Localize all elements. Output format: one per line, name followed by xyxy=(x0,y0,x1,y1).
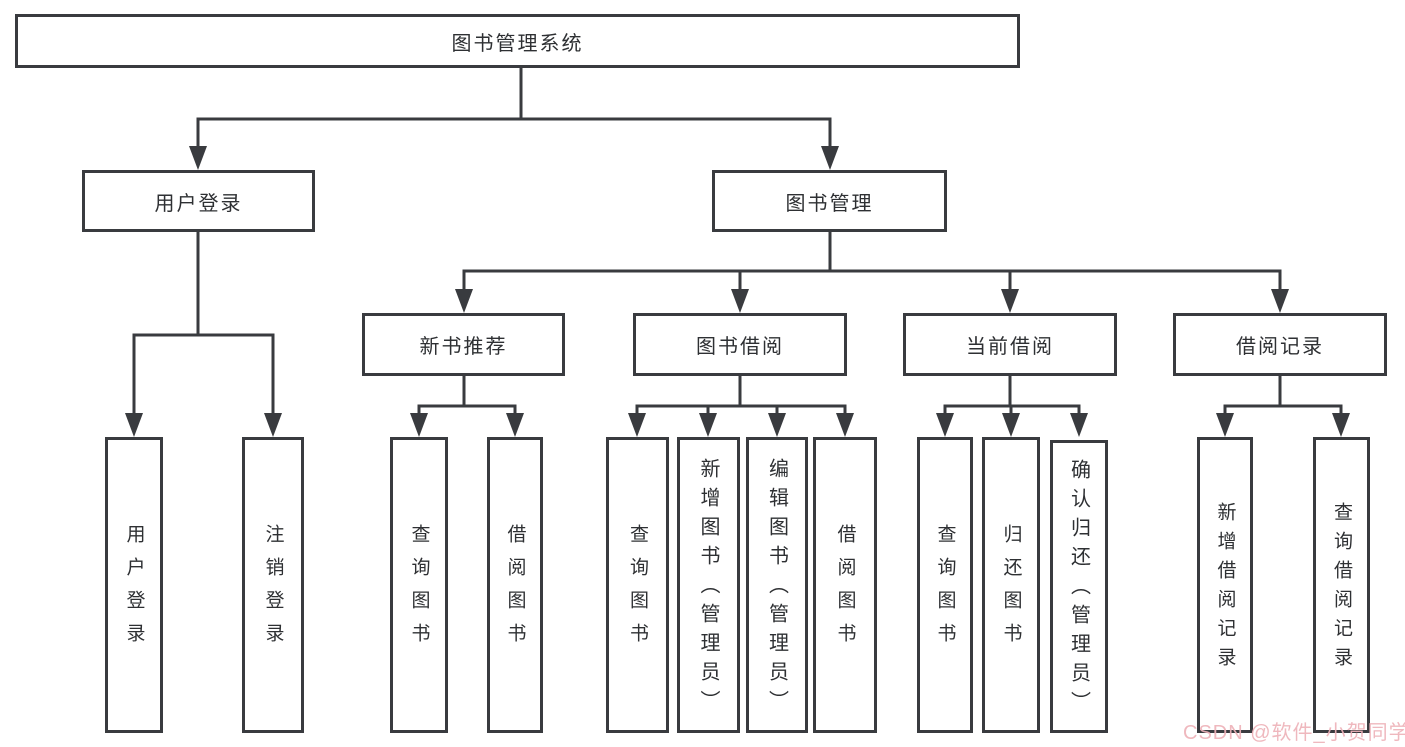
leaf-add-borrow-record: 新增借阅记录 xyxy=(1197,437,1253,733)
node-book-management-system: 图书管理系统 xyxy=(15,14,1020,68)
node-new-book-recommend-label: 新书推荐 xyxy=(419,336,508,358)
node-borrowing-records-label: 借阅记录 xyxy=(1236,336,1324,358)
leaf-user-login: 用户登录 xyxy=(105,437,163,733)
leaf-borrow-books-recommend-label: 借阅图书 xyxy=(504,524,526,656)
node-book-borrowing-label: 图书借阅 xyxy=(696,336,784,358)
leaf-query-books-recommend: 查询图书 xyxy=(390,437,448,733)
node-book-management: 图书管理 xyxy=(712,170,947,232)
leaf-logout: 注销登录 xyxy=(242,437,304,733)
leaf-return-books: 归还图书 xyxy=(982,437,1040,733)
leaf-return-books-label: 归还图书 xyxy=(1000,524,1022,656)
leaf-query-borrow-record: 查询借阅记录 xyxy=(1313,437,1370,733)
leaf-borrow-books-borrowing: 借阅图书 xyxy=(813,437,877,733)
leaf-borrow-books-borrowing-label: 借阅图书 xyxy=(834,524,856,656)
node-current-borrowing-label: 当前借阅 xyxy=(966,336,1054,358)
leaf-query-books-recommend-label: 查询图书 xyxy=(408,524,430,656)
csdn-watermark: CSDN @软件_小贺同学 xyxy=(1183,722,1405,744)
node-user-login-label: 用户登录 xyxy=(154,192,243,215)
leaf-confirm-return-admin-label: 确认归还（管理员） xyxy=(1067,459,1090,720)
leaf-logout-label: 注销登录 xyxy=(262,524,284,656)
leaf-user-login-label: 用户登录 xyxy=(123,524,145,656)
leaf-query-books-current-label: 查询图书 xyxy=(934,524,956,656)
node-user-login: 用户登录 xyxy=(82,170,315,232)
leaf-query-books-borrowing: 查询图书 xyxy=(606,437,669,733)
leaf-edit-book-admin: 编辑图书（管理员） xyxy=(746,437,808,733)
leaf-add-borrow-record-label: 新增借阅记录 xyxy=(1214,502,1236,676)
leaf-borrow-books-recommend: 借阅图书 xyxy=(487,437,543,733)
leaf-query-books-current: 查询图书 xyxy=(917,437,973,733)
leaf-add-book-admin-label: 新增图书（管理员） xyxy=(697,457,719,719)
node-current-borrowing: 当前借阅 xyxy=(903,313,1117,376)
node-book-management-system-label: 图书管理系统 xyxy=(451,32,584,55)
node-book-borrowing: 图书借阅 xyxy=(633,313,847,376)
leaf-query-books-borrowing-label: 查询图书 xyxy=(627,524,648,656)
leaf-add-book-admin: 新增图书（管理员） xyxy=(677,437,740,733)
node-book-management-label: 图书管理 xyxy=(785,192,874,215)
leaf-confirm-return-admin: 确认归还（管理员） xyxy=(1050,440,1108,733)
leaf-query-borrow-record-label: 查询借阅记录 xyxy=(1331,502,1352,676)
node-new-book-recommend: 新书推荐 xyxy=(362,313,565,376)
leaf-edit-book-admin-label: 编辑图书（管理员） xyxy=(765,457,788,719)
arrowhead-icons xyxy=(125,146,1350,437)
node-borrowing-records: 借阅记录 xyxy=(1173,313,1387,376)
